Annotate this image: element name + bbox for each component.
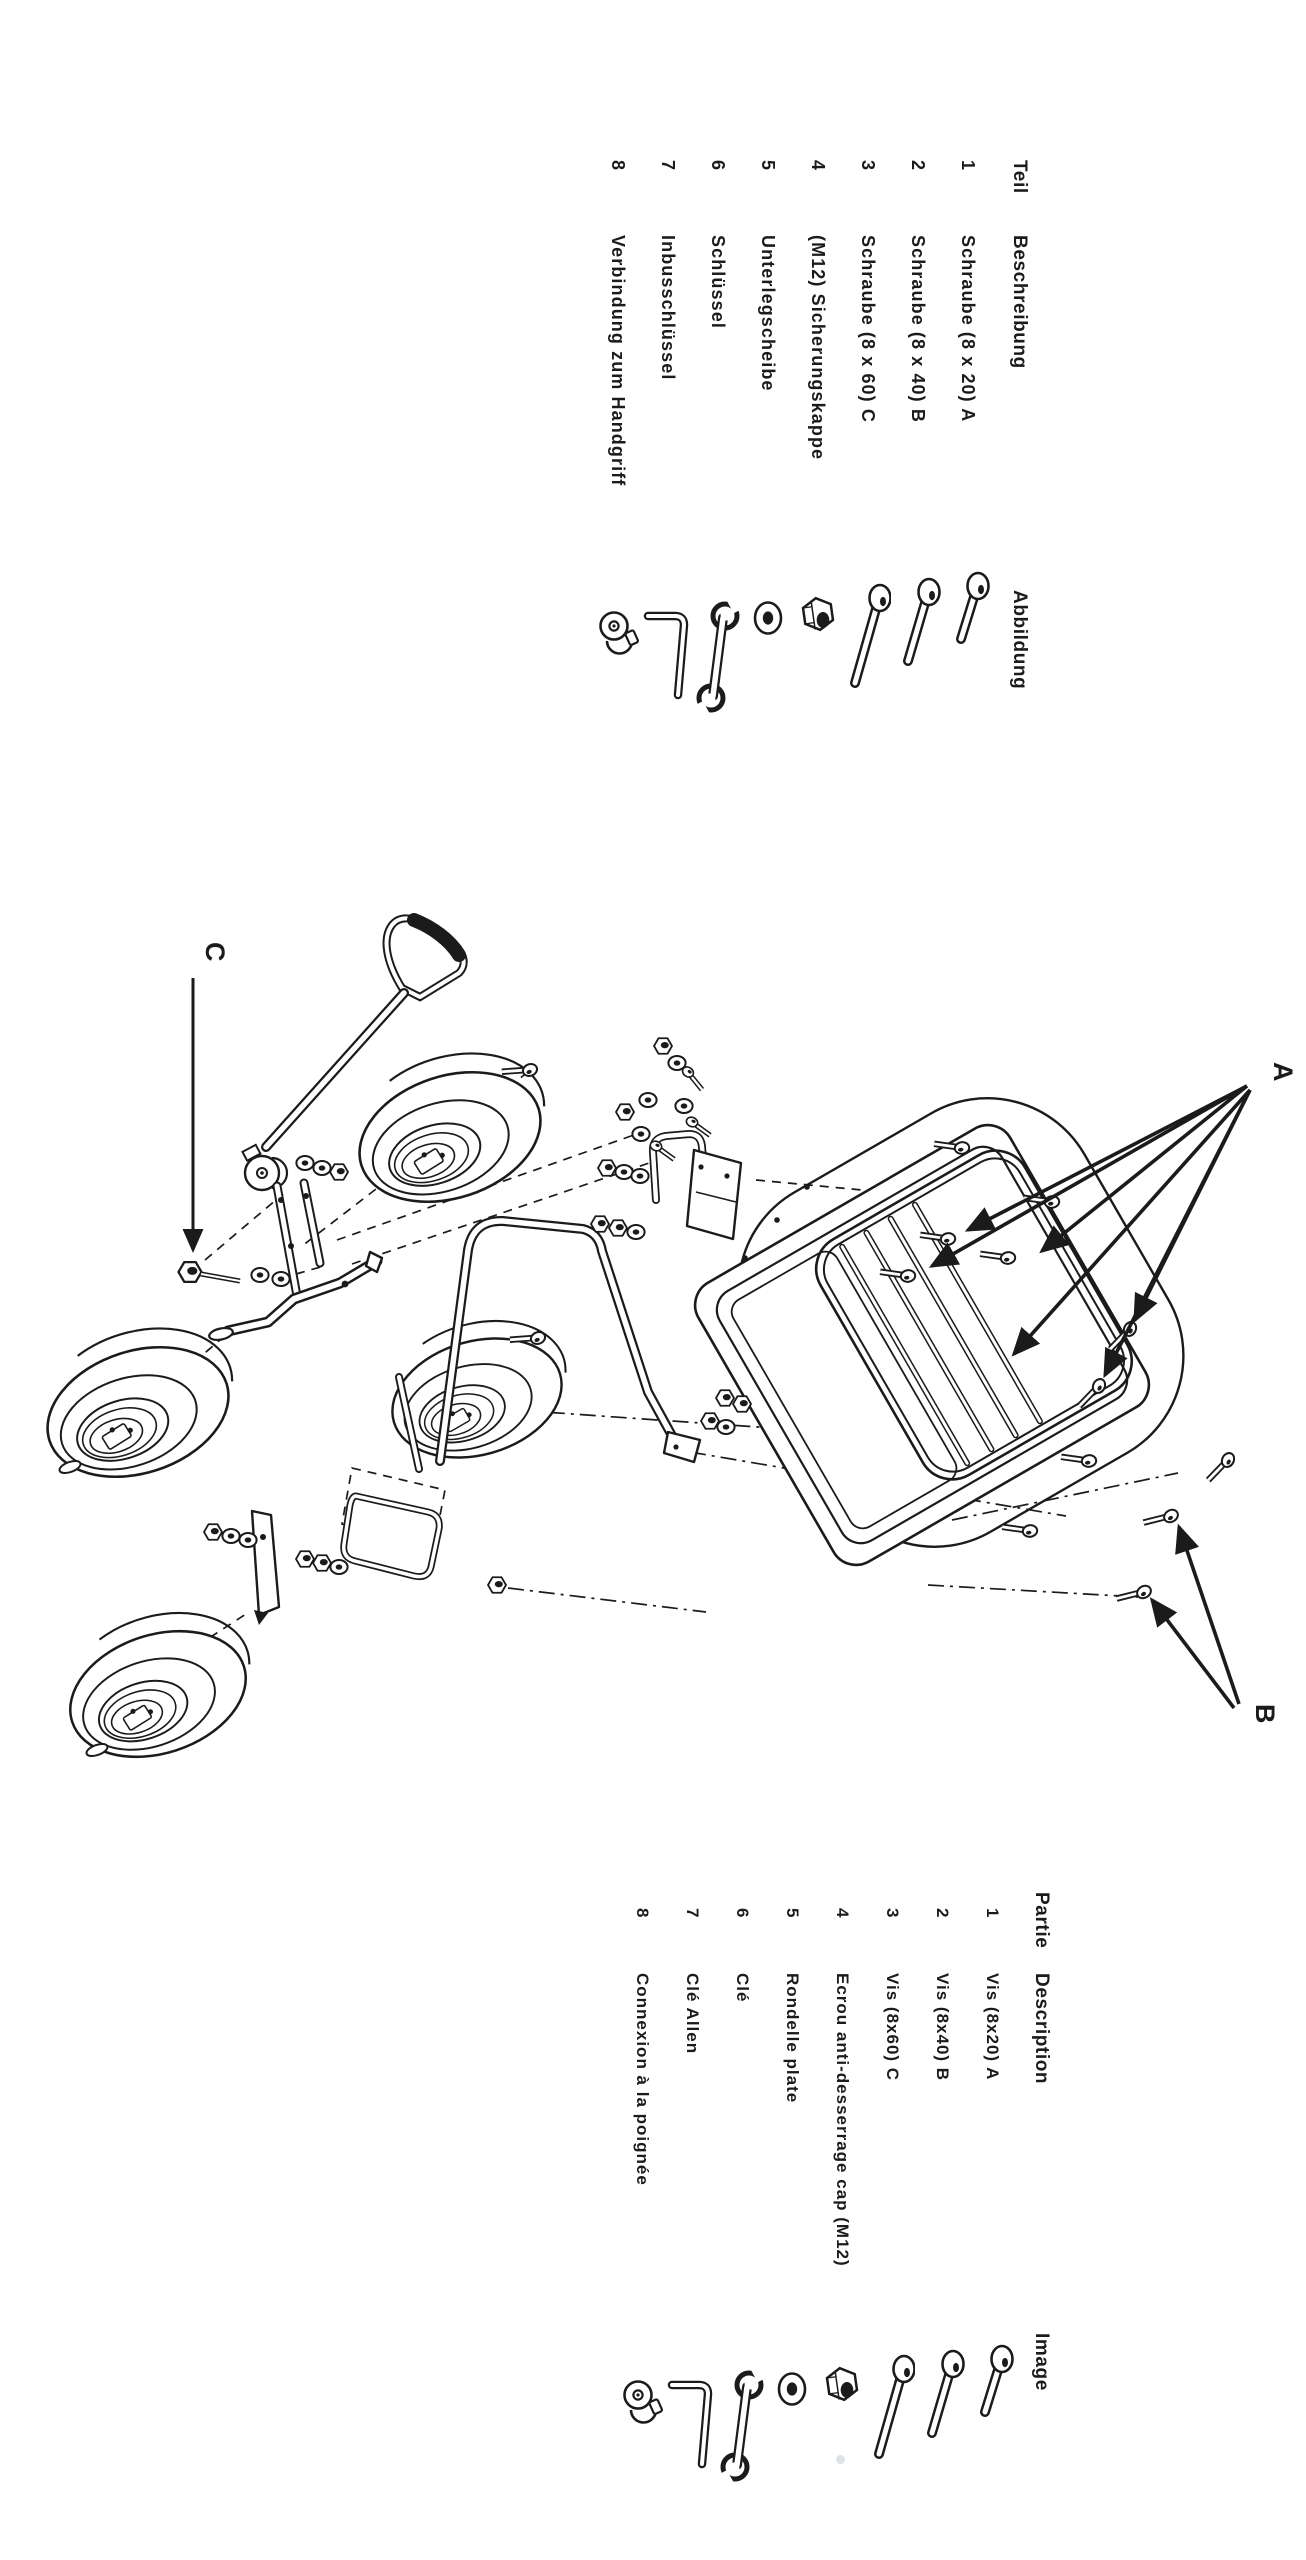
label-b: B (1250, 1704, 1280, 1724)
part-number: 3 (883, 1908, 902, 1919)
exploded-diagram: C A B (23, 913, 1298, 1780)
part-description: Vis (8x20) A (983, 1973, 1002, 2081)
table-row: 4 (M12) Sicherungskappe (793, 85, 843, 775)
part-description: Vis (8x60) C (883, 1973, 902, 2082)
table-row: 6 Clé (717, 1878, 767, 2498)
handle-connector (241, 1143, 289, 1192)
part-description: Ecrou anti-desserrage cap (M12) (833, 1973, 852, 2267)
part-number: 6 (733, 1908, 752, 1919)
cap-nut-icon (817, 2359, 865, 2509)
caster-mount-bracket (648, 1130, 743, 1241)
part-description: Vis (8x40) B (933, 1973, 952, 2082)
axle-frame (250, 1492, 443, 1625)
part-number: 4 (808, 160, 829, 172)
push-bar (395, 1216, 702, 1473)
table-row: 6 Schlüssel (693, 85, 743, 775)
loose-hardware (177, 1037, 1237, 1610)
screw-icon (843, 583, 891, 733)
label-c: C (200, 942, 230, 962)
callout-c: C (182, 942, 230, 1253)
screw-icon (867, 2354, 915, 2504)
part-description: Clé Allen (683, 1973, 702, 2055)
table-row: 8 Connexion à la poignée (617, 1878, 667, 2498)
part-number: 5 (783, 1908, 802, 1919)
part-description: Schraube (8 x 40) B (908, 235, 929, 423)
part-number: 2 (908, 160, 929, 172)
part-description: Schraube (8 x 60) C (858, 235, 879, 423)
wheel (335, 1029, 567, 1226)
screw-icon (967, 2344, 1015, 2494)
d-handle (261, 913, 468, 1152)
handle-connector-icon (617, 2374, 665, 2524)
part-number: 3 (858, 160, 879, 172)
screw-icon (917, 2349, 965, 2499)
part-description: Verbindung zum Handgriff (608, 235, 629, 487)
part-description: (M12) Sicherungskappe (808, 235, 829, 461)
part-number: 4 (833, 1908, 852, 1919)
allen-key-icon (667, 2372, 715, 2522)
header-description: Description (1031, 1973, 1052, 2085)
table-row: 5 Rondelle plate (767, 1878, 817, 2498)
table-row: 3 Vis (8x60) C (867, 1878, 917, 2498)
part-number: 8 (608, 160, 629, 172)
callout-b: B (1149, 1523, 1280, 1724)
part-number: 7 (683, 1908, 702, 1919)
part-description: Schraube (8 x 20) A (958, 235, 979, 423)
part-number: 2 (933, 1908, 952, 1919)
part-number: 7 (658, 160, 679, 172)
wrench-icon (717, 2368, 765, 2518)
parts-table-german: Teil Beschreibung Abbildung 1 Schraube (… (585, 85, 1045, 775)
washer-icon (767, 2364, 815, 2514)
handle-connector-icon (593, 605, 641, 755)
part-description: Unterlegscheibe (758, 235, 779, 392)
table-row: 7 Clé Allen (667, 1878, 717, 2498)
header-part: Teil (1009, 160, 1030, 194)
part-number: 5 (758, 160, 779, 172)
part-description: Rondelle plate (783, 1973, 802, 2104)
table-row: 7 Inbusschlüssel (643, 85, 693, 775)
part-number: 1 (983, 1908, 1002, 1919)
table-row: 3 Schraube (8 x 60) C (843, 85, 893, 775)
wheel (47, 1589, 272, 1780)
diagonal-strut (250, 1509, 281, 1617)
table-header-row: Teil Beschreibung Abbildung (993, 85, 1045, 775)
table-row: 2 Schraube (8 x 40) B (893, 85, 943, 775)
tray-slats (839, 1201, 1043, 1467)
header-image: Image (1031, 2333, 1052, 2391)
part-number: 6 (708, 160, 729, 172)
part-description: Clé (733, 1973, 752, 2003)
table-row: 5 Unterlegscheibe (743, 85, 793, 775)
handle-grip (407, 913, 466, 962)
part-description: Schlüssel (708, 235, 729, 329)
scan-speck (836, 2455, 845, 2464)
screw-icon (943, 571, 991, 721)
screw-icon (893, 577, 941, 727)
table-row: 1 Vis (8x20) A (967, 1878, 1017, 2498)
part-description: Inbusschlüssel (658, 235, 679, 381)
table-row: 4 Ecrou anti-desserrage cap (M12) (817, 1878, 867, 2498)
washer-icon (743, 593, 791, 743)
label-a: A (1268, 1062, 1298, 1082)
table-row: 2 Vis (8x40) B (917, 1878, 967, 2498)
allen-key-icon (643, 603, 691, 753)
part-number: 8 (633, 1908, 652, 1919)
callout-a: A (928, 1062, 1298, 1379)
table-row: 1 Schraube (8 x 20) A (943, 85, 993, 775)
header-image: Abbildung (1009, 590, 1030, 690)
tow-bracket (208, 1178, 384, 1342)
part-description: Connexion à la poignée (633, 1973, 652, 2186)
wrench-icon (693, 599, 741, 749)
header-part: Partie (1031, 1892, 1052, 1949)
part-number: 1 (958, 160, 979, 172)
cart-tray (693, 1097, 1185, 1567)
table-row: 8 Verbindung zum Handgriff (593, 85, 643, 775)
table-header-row: Partie Description Image (1017, 1878, 1065, 2498)
header-description: Beschreibung (1009, 235, 1030, 369)
parts-table-french: Partie Description Image 1 Vis (8x20) A … (610, 1878, 1065, 2498)
cap-nut-icon (793, 589, 841, 739)
